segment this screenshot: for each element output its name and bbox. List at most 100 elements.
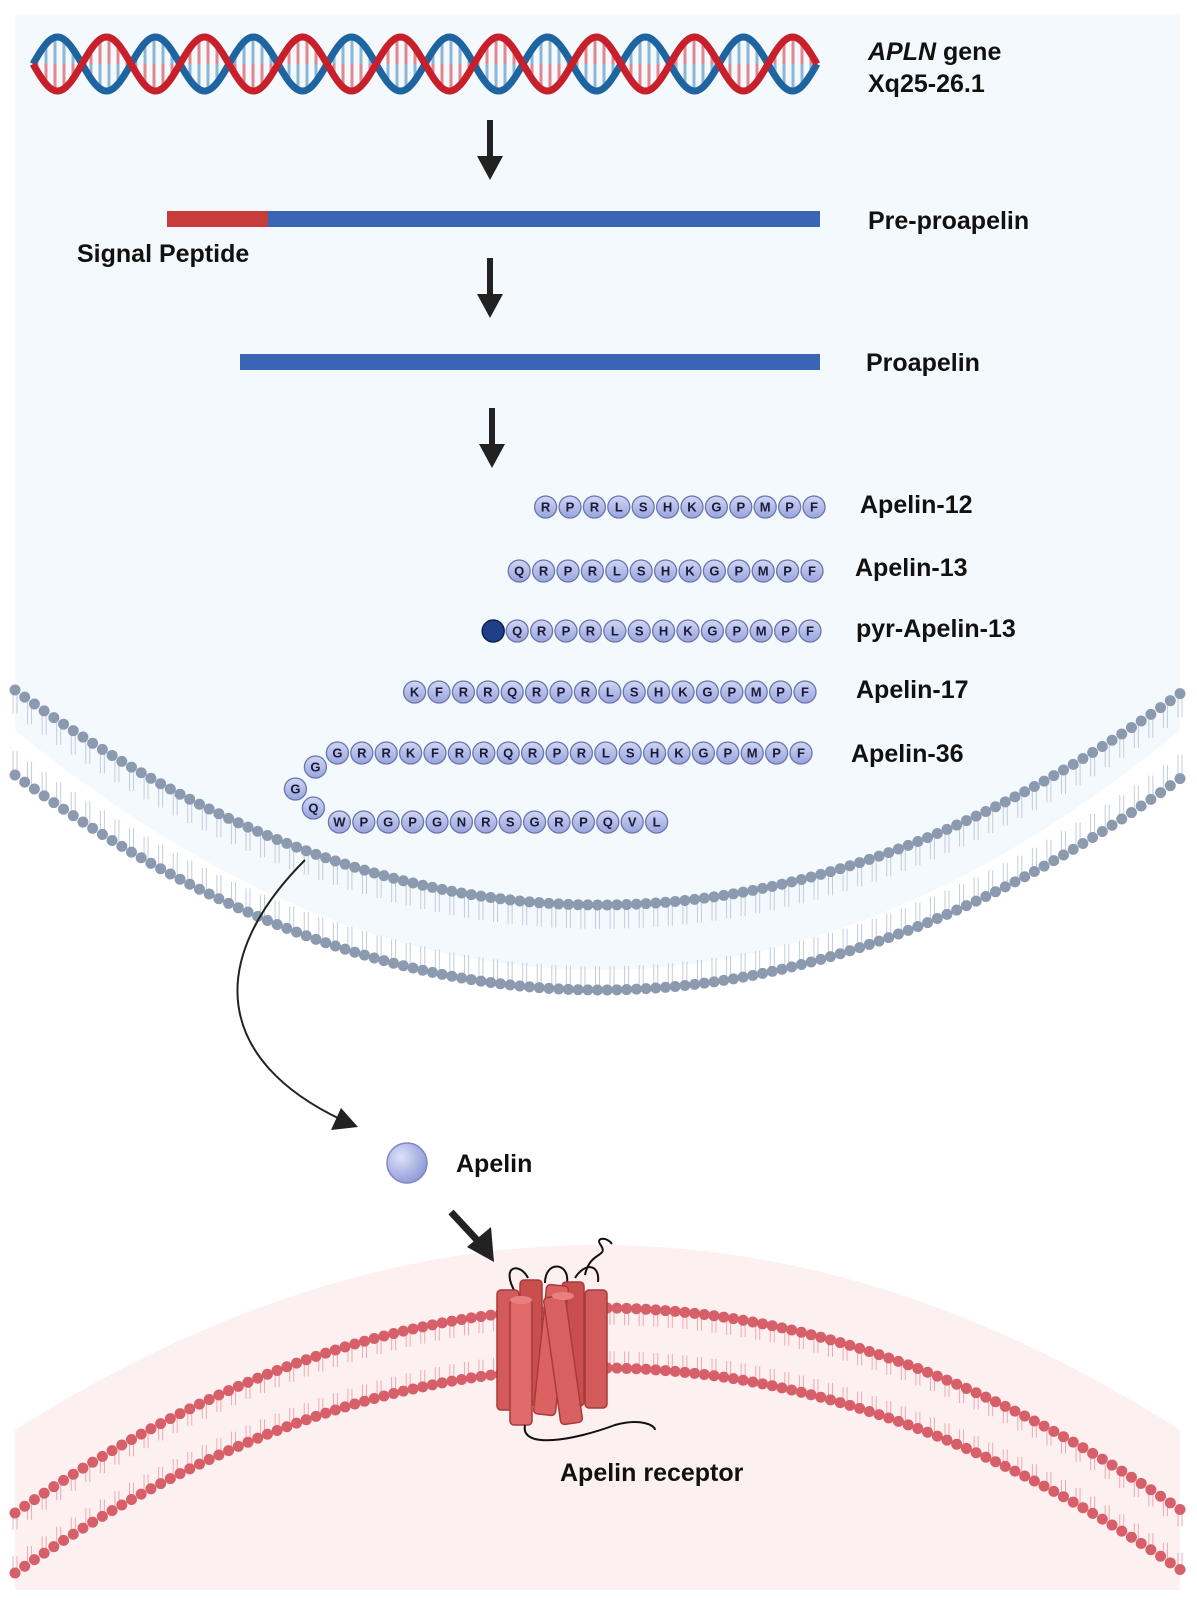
amino-acid-letter: F	[435, 685, 443, 700]
lipid-head	[1087, 1507, 1099, 1519]
lipid-head	[960, 1442, 972, 1454]
lipid-head	[650, 1364, 662, 1376]
amino-acid-letter: P	[564, 564, 573, 579]
lipid-head	[9, 769, 21, 781]
lipid-head	[58, 718, 70, 730]
lipid-head	[213, 893, 225, 905]
amino-acid-bead: G	[325, 741, 350, 765]
lipid-head	[931, 1430, 943, 1442]
lipid-head	[708, 1310, 720, 1322]
lipid-head	[786, 1324, 798, 1336]
lipid-head	[970, 810, 982, 822]
lipid-head	[48, 1541, 60, 1553]
lipid-head	[359, 1335, 370, 1347]
lipid-head	[485, 976, 497, 988]
lipid-head	[1125, 722, 1137, 734]
lipid-head	[873, 1409, 885, 1421]
lipid-head	[960, 815, 972, 827]
lipid-head	[436, 1317, 448, 1329]
amino-acid-bead: P	[400, 810, 425, 834]
lipid-head	[135, 767, 147, 779]
lipid-head	[271, 1424, 283, 1436]
lipid-head	[747, 1376, 759, 1388]
lipid-head	[184, 1463, 196, 1475]
amino-acid-letter: M	[747, 746, 758, 761]
lipid-head	[1009, 1405, 1021, 1417]
amino-acid-bead: G	[702, 559, 727, 583]
lipid-head	[339, 943, 351, 955]
arrow-binding	[448, 1209, 494, 1262]
lipid-head	[1116, 728, 1128, 740]
lipid-head	[640, 1303, 652, 1315]
lipid-head	[718, 974, 730, 986]
lipid-head	[436, 883, 448, 895]
amino-acid-bead: R	[447, 741, 472, 765]
lipid-head	[514, 895, 526, 907]
lipid-head	[407, 962, 419, 974]
lipid-head	[601, 984, 613, 996]
lipid-head	[844, 1399, 856, 1411]
amino-acid-letter: L	[606, 685, 614, 700]
lipid-head	[1174, 688, 1186, 700]
amino-acid-bead: P	[716, 741, 740, 765]
lipid-head	[650, 897, 662, 909]
lipid-head	[223, 1385, 235, 1397]
lipid-head	[931, 913, 943, 925]
lipid-head	[213, 1389, 225, 1401]
amino-acid-letter: F	[797, 746, 805, 761]
lipid-head	[708, 891, 720, 903]
lipid-head	[999, 1460, 1011, 1472]
amino-acid-letter: H	[650, 746, 659, 761]
lipid-head	[659, 1365, 671, 1377]
amino-acid-bead: H	[651, 619, 676, 643]
lipid-head	[339, 1341, 351, 1353]
pre-proapelin-label: Pre-proapelin	[868, 207, 1029, 235]
amino-acid-letter: P	[776, 685, 785, 700]
lipid-head	[300, 1354, 312, 1366]
amino-acid-bead: G	[283, 777, 308, 801]
lipid-head	[193, 1458, 205, 1470]
amino-acid-bead: P	[720, 680, 744, 704]
amino-acid-letter: H	[661, 564, 670, 579]
lipid-head	[1106, 819, 1118, 831]
lipid-head	[436, 968, 448, 980]
lipid-head	[854, 1402, 866, 1414]
lipid-head	[902, 1419, 914, 1431]
lipid-head	[621, 1362, 633, 1374]
amino-acid-bead: L	[594, 741, 618, 765]
lipid-head	[232, 817, 244, 829]
arrow-cleavage-2	[479, 408, 505, 468]
gene-label: APLN gene	[867, 38, 1001, 66]
lipid-head	[300, 930, 312, 942]
lipid-head	[281, 1421, 293, 1433]
lipid-head	[611, 984, 623, 996]
lipid-head	[1145, 1484, 1157, 1496]
lipid-head	[174, 873, 186, 885]
lipid-head	[135, 852, 147, 864]
amino-acid-bead: R	[524, 680, 549, 704]
lipid-head	[504, 979, 516, 991]
lipid-head	[825, 866, 836, 878]
lipid-head	[1009, 876, 1021, 888]
lipid-head	[1077, 752, 1089, 764]
amino-acid-letter: R	[541, 500, 551, 515]
lipid-head	[339, 1401, 351, 1413]
lipid-head	[883, 932, 895, 944]
lipid-head	[611, 1302, 623, 1314]
amino-acid-bead: L	[603, 619, 627, 643]
lipid-head	[970, 895, 982, 907]
lipid-head	[533, 982, 545, 994]
amino-acid-bead: R	[451, 680, 476, 704]
lipid-head	[1125, 807, 1137, 819]
amino-acid-bead: Q	[301, 796, 326, 820]
lipid-head	[349, 861, 361, 873]
proapelin-label: Proapelin	[866, 349, 980, 377]
lipid-head	[417, 879, 429, 891]
amino-acid-bead: R	[547, 810, 571, 834]
lipid-head	[650, 1304, 662, 1316]
lipid-head	[368, 1393, 380, 1405]
lipid-head	[795, 1326, 807, 1338]
amino-acid-letter: F	[808, 564, 816, 579]
lipid-head	[378, 1390, 390, 1402]
lipid-head	[223, 1445, 235, 1457]
